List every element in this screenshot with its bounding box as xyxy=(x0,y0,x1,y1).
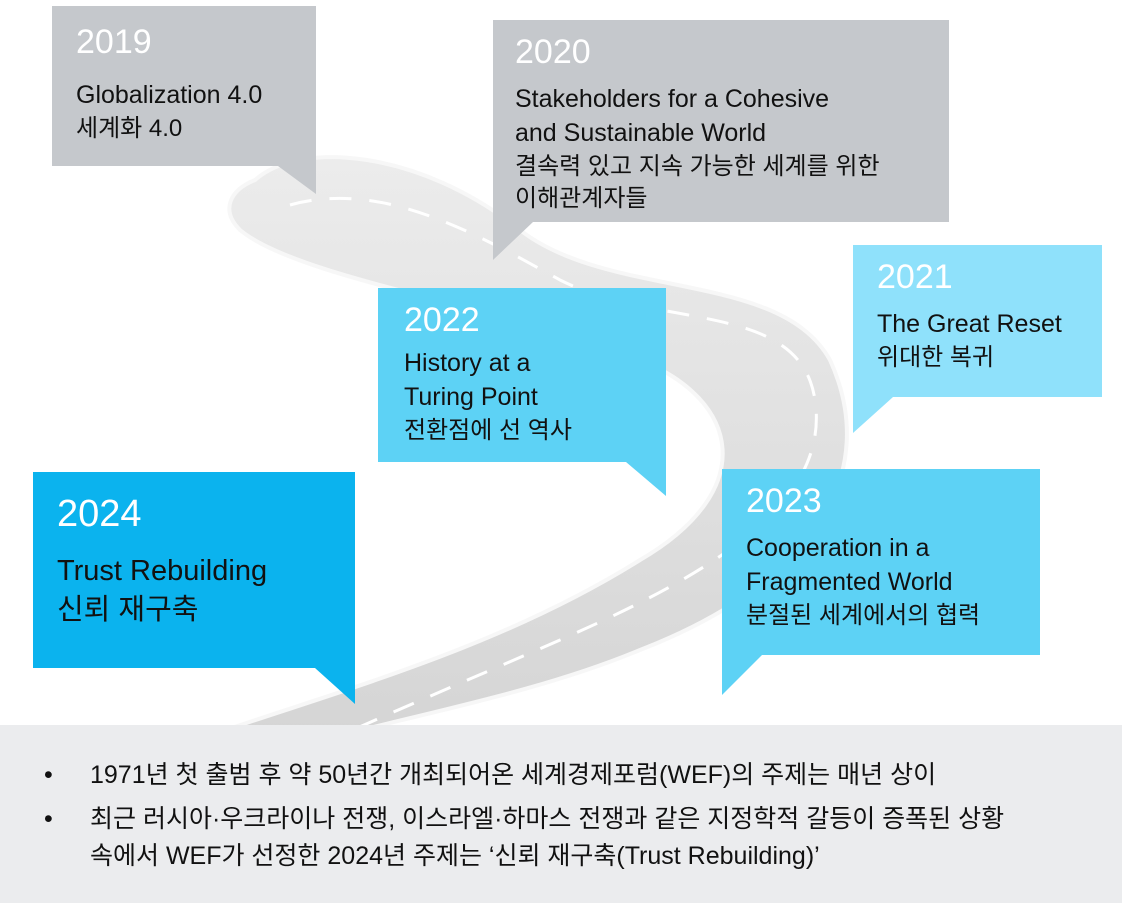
road-center-line xyxy=(289,196,818,742)
note-item: • 최근 러시아·우크라이나 전쟁, 이스라엘·하마스 전쟁과 같은 지정학적 … xyxy=(44,801,1082,874)
note-item: • 1971년 첫 출범 후 약 50년간 개최되어온 세계경제포럼(WEF)의… xyxy=(44,757,1082,793)
milestone-year: 2022 xyxy=(404,301,480,339)
milestone-2019-callout: 2019 Globalization 4.0 세계화 4.0 xyxy=(52,6,316,166)
bullet-icon: • xyxy=(44,761,53,789)
milestone-2023-pointer xyxy=(722,655,762,695)
milestone-2019-pointer xyxy=(278,166,316,194)
milestone-subtitle: 신뢰 재구축 xyxy=(57,593,199,626)
milestone-year: 2020 xyxy=(515,33,591,71)
note-text-line2: 속에서 WEF가 선정한 2024년 주제는 ‘신뢰 재구축(Trust Reb… xyxy=(90,841,820,870)
milestone-2023-callout: 2023 Cooperation in a Fragmented World 분… xyxy=(722,469,1040,655)
milestone-year: 2019 xyxy=(76,23,152,61)
milestone-subtitle: 전환점에 선 역사 xyxy=(404,416,572,444)
milestone-subtitle-line1: 결속력 있고 지속 가능한 세계를 위한 xyxy=(515,152,880,180)
milestone-title-line1: Stakeholders for a Cohesive xyxy=(515,85,830,114)
milestone-subtitle: 세계화 4.0 xyxy=(76,115,183,143)
milestone-year: 2021 xyxy=(877,258,953,296)
note-text: 최근 러시아·우크라이나 전쟁, 이스라엘·하마스 전쟁과 같은 지정학적 갈등… xyxy=(90,801,1004,874)
note-text-line1: 최근 러시아·우크라이나 전쟁, 이스라엘·하마스 전쟁과 같은 지정학적 갈등… xyxy=(90,805,1005,834)
milestone-title-line2: Turing Point xyxy=(404,383,538,412)
milestone-subtitle: 분절된 세계에서의 협력 xyxy=(746,601,981,629)
milestone-year: 2024 xyxy=(57,493,142,535)
milestone-title-line2: Fragmented World xyxy=(746,568,953,597)
notes-panel: • 1971년 첫 출범 후 약 50년간 개최되어온 세계경제포럼(WEF)의… xyxy=(0,725,1122,903)
milestone-title-line2: and Sustainable World xyxy=(515,119,767,148)
bullet-icon: • xyxy=(44,805,53,834)
milestone-subtitle: 위대한 복귀 xyxy=(877,344,995,372)
milestone-2022-pointer xyxy=(626,462,666,496)
milestone-2020-callout: 2020 Stakeholders for a Cohesive and Sus… xyxy=(493,20,949,222)
milestone-title-line1: Cooperation in a xyxy=(746,534,930,563)
milestone-year: 2023 xyxy=(746,482,822,520)
milestone-2024-pointer xyxy=(315,668,355,704)
milestone-2020-pointer xyxy=(493,222,533,260)
milestone-2022-callout: 2022 History at a Turing Point 전환점에 선 역사 xyxy=(378,288,666,462)
milestone-title-line1: History at a xyxy=(404,349,531,378)
milestone-title: Trust Rebuilding xyxy=(57,554,268,587)
milestone-subtitle-line2: 이해관계자들 xyxy=(515,185,648,213)
milestone-title: Globalization 4.0 xyxy=(76,81,263,110)
milestone-2024-callout: 2024 Trust Rebuilding 신뢰 재구축 xyxy=(33,472,355,668)
milestone-2021-pointer xyxy=(853,397,893,433)
milestone-title: The Great Reset xyxy=(877,310,1062,339)
note-text: 1971년 첫 출범 후 약 50년간 개최되어온 세계경제포럼(WEF)의 주… xyxy=(90,761,937,789)
milestone-2021-callout: 2021 The Great Reset 위대한 복귀 xyxy=(853,245,1102,397)
